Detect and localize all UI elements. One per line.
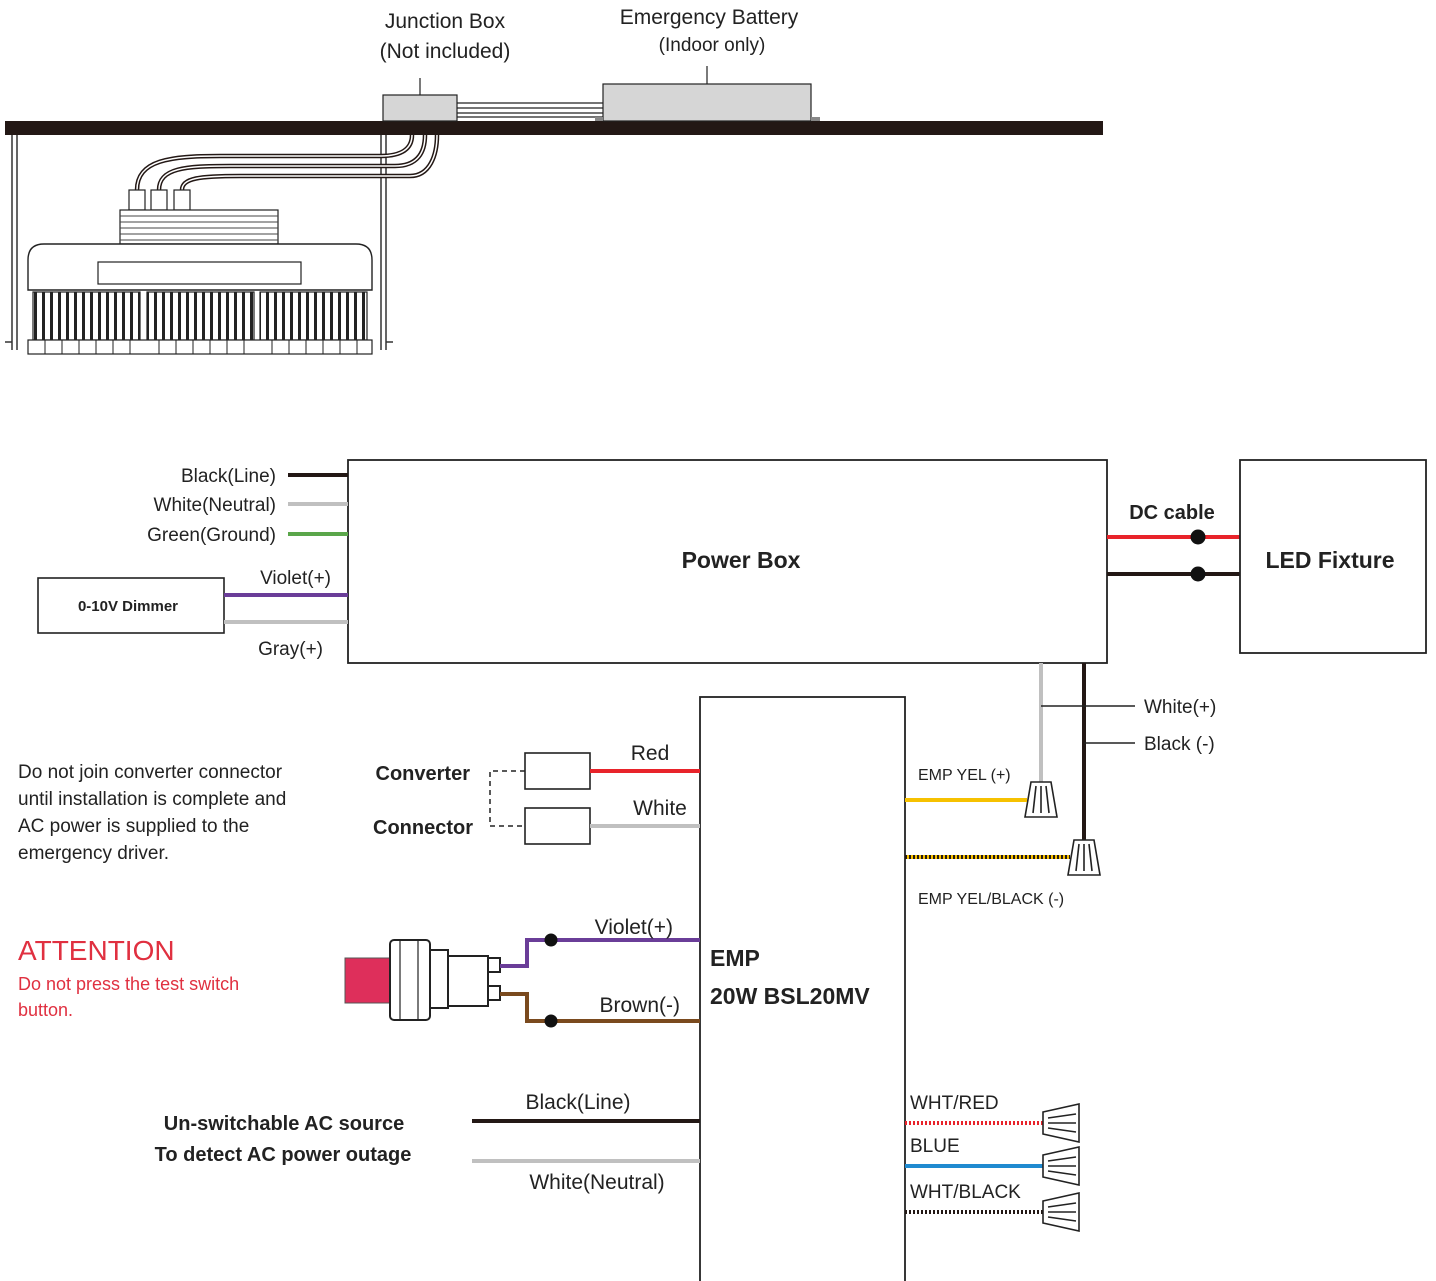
cap-nut-wht-black	[1042, 1192, 1080, 1232]
emp-model: 20W BSL20MV	[710, 983, 870, 1009]
dimmer-box	[37, 577, 225, 634]
junction-box-label: Junction Box	[385, 10, 506, 33]
black-minus-label: Black (-)	[1144, 734, 1215, 755]
attention-line1: Do not press the test switch	[18, 974, 239, 994]
mounting-illustration	[5, 66, 1103, 355]
white-label: White	[633, 797, 687, 820]
ac-source-line2: To detect AC power outage	[155, 1144, 412, 1166]
cap-nut-wht-red	[1042, 1103, 1080, 1143]
led-fixture-box	[1239, 459, 1427, 654]
gray-dim-label: Gray(+)	[258, 639, 323, 660]
emp-title: EMP	[710, 945, 760, 971]
power-box	[347, 459, 1108, 664]
emp-yel-label: EMP YEL (+)	[918, 767, 1011, 784]
junction-box-sublabel: (Not included)	[380, 40, 511, 63]
wht-red-label: WHT/RED	[910, 1093, 999, 1114]
switch-violet-wire	[500, 938, 700, 968]
green-ground-label: Green(Ground)	[147, 525, 276, 546]
wire-nut-yel	[1024, 781, 1058, 818]
dimmer-label: 0-10V Dimmer	[78, 598, 178, 615]
heatsink-center	[146, 291, 255, 341]
wht-black-label: WHT/BLACK	[910, 1182, 1021, 1203]
converter-note-line1: Do not join converter connector	[18, 762, 283, 783]
black-line-label: Black(Line)	[181, 466, 276, 487]
dc-red-connector	[1190, 529, 1206, 545]
battery-label: Emergency Battery	[620, 6, 799, 29]
red-label: Red	[631, 742, 670, 765]
test-switch-icon	[344, 939, 501, 1021]
attention-line2: button.	[18, 1000, 73, 1020]
emergency-battery-box	[602, 83, 812, 122]
converter-plug	[524, 752, 591, 790]
switch-brown-label: Brown(-)	[599, 994, 680, 1017]
heatsink-left	[32, 291, 141, 341]
cap-nut-blue	[1042, 1146, 1080, 1186]
ac-source-line1: Un-switchable AC source	[164, 1113, 404, 1135]
ceiling-bar	[5, 121, 1103, 135]
led-fixture-title: LED Fixture	[1265, 547, 1394, 573]
heatsink-right	[259, 291, 368, 341]
connector-plug	[524, 807, 591, 845]
emp-box	[699, 696, 906, 1281]
converter-note-line3: AC power is supplied to the	[18, 816, 249, 837]
ac-black-line-label: Black(Line)	[525, 1091, 630, 1114]
blue-label: BLUE	[910, 1136, 960, 1157]
violet-dim-label: Violet(+)	[260, 568, 331, 589]
switch-violet-label: Violet(+)	[595, 916, 673, 939]
connector-label: Connector	[373, 817, 473, 839]
converter-label: Converter	[376, 763, 471, 785]
converter-note-line2: until installation is complete and	[18, 789, 286, 810]
white-plus-label: White(+)	[1144, 697, 1216, 718]
junction-box	[382, 94, 458, 122]
switch-brown-wire	[500, 992, 700, 1023]
attention-title: ATTENTION	[18, 935, 175, 966]
converter-note-line4: emergency driver.	[18, 843, 169, 864]
white-neutral-label: White(Neutral)	[154, 495, 276, 516]
battery-sublabel: (Indoor only)	[659, 35, 766, 56]
power-box-title: Power Box	[682, 547, 801, 573]
dc-cable-label: DC cable	[1129, 502, 1215, 524]
dc-black-connector	[1190, 566, 1206, 582]
emp-yel-black-label: EMP YEL/BLACK (-)	[918, 891, 1064, 908]
ac-white-neutral-label: White(Neutral)	[529, 1171, 664, 1194]
wire-nut-yel-black	[1067, 839, 1101, 876]
